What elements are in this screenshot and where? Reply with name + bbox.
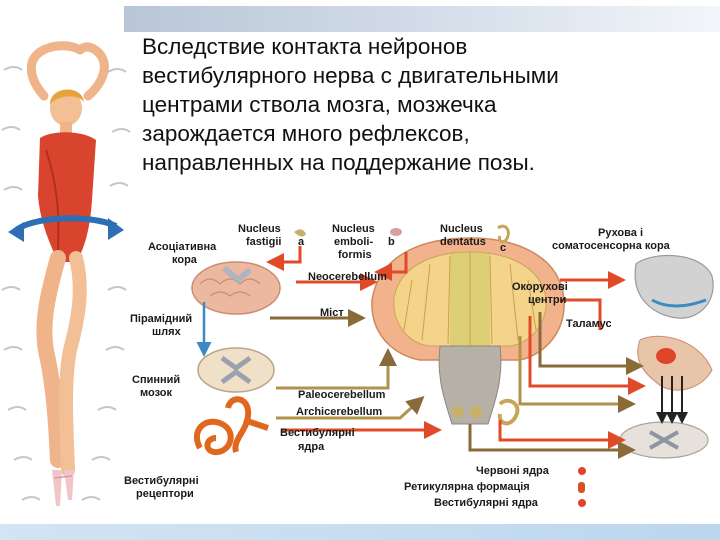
label-nucleus-dentatus-1: Nucleus bbox=[440, 223, 483, 235]
label-eye-centers-2: центри bbox=[528, 294, 566, 306]
legend-swatch-reticular-formation bbox=[578, 482, 585, 493]
legend-swatch-red-nuclei bbox=[578, 467, 586, 475]
label-archicerebellum: Archicerebellum bbox=[296, 406, 382, 418]
label-pyramidal-tract-1: Пірамідний bbox=[130, 313, 192, 325]
label-nucleus-dentatus-2: dentatus bbox=[440, 236, 486, 248]
heading-line-2: вестибулярного нерва с двигательными bbox=[142, 63, 559, 88]
label-motor-cortex-2: соматосенсорна кора bbox=[552, 240, 671, 252]
legend-swatch-vestibular-nuclei bbox=[578, 499, 586, 507]
label-paleocerebellum: Paleocerebellum bbox=[298, 389, 386, 401]
label-nucleus-fastigii-3: a bbox=[298, 236, 305, 248]
brain-cortex-right bbox=[634, 254, 714, 391]
label-eye-centers-1: Окорухові bbox=[512, 281, 568, 293]
legend-item-red-nuclei: Червоні ядра bbox=[476, 465, 550, 477]
label-vestibular-receptors-2: рецептори bbox=[136, 488, 194, 500]
label-nucleus-fastigii-2: fastigii bbox=[246, 236, 281, 248]
label-neocerebellum: Neocerebellum bbox=[308, 271, 387, 283]
nucleus-fastigii-icon bbox=[294, 229, 306, 237]
brain-cortex-left bbox=[191, 261, 281, 315]
heading-line-3: центрами ствола мозга, мозжечка bbox=[142, 92, 497, 117]
label-vestibular-receptors-1: Вестибулярні bbox=[124, 475, 199, 487]
label-nucleus-emboliformis-2: emboli- bbox=[334, 236, 373, 248]
nucleus-emboliformis-icon bbox=[390, 228, 402, 236]
legend-item-vestibular-nuclei: Вестибулярні ядра bbox=[434, 497, 539, 509]
title-bar-decoration bbox=[124, 6, 720, 32]
label-vestibular-nuclei-1: Вестибулярні bbox=[280, 427, 355, 439]
label-pons: Міст bbox=[320, 307, 344, 319]
slide-heading: Вследствие контакта нейронов вестибулярн… bbox=[142, 32, 702, 177]
ballerina-figure bbox=[1, 41, 131, 506]
label-nucleus-emboliformis-4: b bbox=[388, 236, 395, 248]
label-spinal-cord-2: мозок bbox=[140, 387, 172, 399]
legend: Червоні ядра Ретикулярна формація Вестиб… bbox=[404, 465, 586, 509]
pathway-arrows bbox=[196, 246, 688, 459]
nucleus-dentatus-icon bbox=[497, 224, 510, 244]
label-pyramidal-tract-2: шлях bbox=[152, 326, 182, 338]
label-nucleus-emboliformis-3: formis bbox=[338, 249, 372, 261]
label-motor-cortex-1: Рухова і bbox=[598, 227, 643, 239]
label-associative-cortex-2: кора bbox=[172, 254, 198, 266]
heading-line-1: Вследствие контакта нейронов bbox=[142, 34, 468, 59]
label-associative-cortex-1: Асоціативна bbox=[148, 241, 217, 253]
label-nucleus-emboliformis-1: Nucleus bbox=[332, 223, 375, 235]
label-thalamus: Таламус bbox=[566, 318, 612, 330]
label-vestibular-nuclei-2: ядра bbox=[298, 441, 325, 453]
legend-item-reticular-formation: Ретикулярна формація bbox=[404, 481, 530, 493]
heading-line-4: зарождается много рефлексов, bbox=[142, 121, 470, 146]
heading-line-5: направленных на поддержание позы. bbox=[142, 150, 535, 175]
label-spinal-cord-1: Спинний bbox=[132, 374, 180, 386]
label-nucleus-dentatus-3: c bbox=[500, 242, 506, 254]
spinal-cord-section bbox=[197, 347, 275, 393]
label-nucleus-fastigii-1: Nucleus bbox=[238, 223, 281, 235]
cerebellum bbox=[371, 237, 565, 361]
rotation-arrow-icon bbox=[8, 215, 124, 242]
inner-ear bbox=[193, 396, 269, 456]
footer-bar-decoration bbox=[0, 524, 720, 540]
